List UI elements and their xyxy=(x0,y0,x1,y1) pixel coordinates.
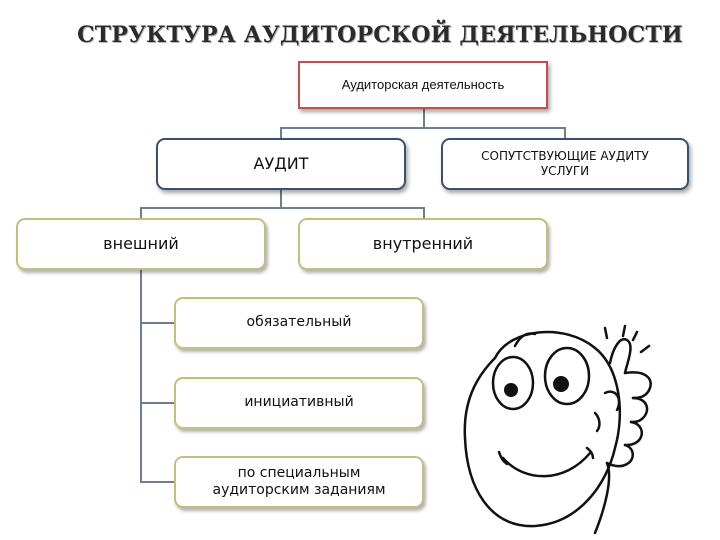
mandatory-audit-node: обязательный xyxy=(174,297,424,349)
root-node: Аудиторская деятельность xyxy=(298,61,548,109)
initiative-audit-node-label: инициативный xyxy=(244,394,353,412)
related-services-node-label: СОПУТСТВУЮЩИЕ АУДИТУ УСЛУГИ xyxy=(473,149,657,179)
external-audit-node-label: внешний xyxy=(103,234,179,254)
initiative-audit-node: инициативный xyxy=(174,377,424,429)
internal-audit-node: внутренний xyxy=(298,218,548,270)
related-services-node: СОПУТСТВУЮЩИЕ АУДИТУ УСЛУГИ xyxy=(441,138,689,190)
external-audit-node: внешний xyxy=(16,218,266,270)
mandatory-audit-node-label: обязательный xyxy=(247,314,352,332)
diagram-title: СТРУКТУРА АУДИТОРСКОЙ ДЕЯТЕЛЬНОСТИ xyxy=(0,22,720,48)
root-node-label: Аудиторская деятельность xyxy=(342,77,505,93)
special-tasks-audit-node-label: по специальным аудиторским заданиям xyxy=(206,465,392,500)
audit-node: АУДИТ xyxy=(156,138,406,190)
thumbs-up-face-icon xyxy=(455,318,665,538)
special-tasks-audit-node: по специальным аудиторским заданиям xyxy=(174,456,424,508)
audit-node-label: АУДИТ xyxy=(254,154,309,174)
internal-audit-node-label: внутренний xyxy=(373,234,473,254)
